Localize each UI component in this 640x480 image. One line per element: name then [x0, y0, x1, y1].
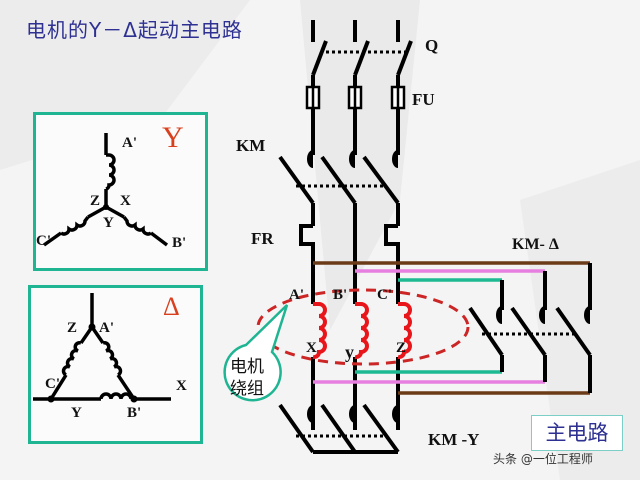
label-a-prime: A' [289, 287, 304, 303]
watermark: 头条 @一位工程师 [493, 452, 593, 466]
wye-connection-box: A' Z X Y C' B' Y [33, 112, 208, 271]
label-y: y [345, 342, 354, 362]
winding-b [354, 302, 369, 360]
label-c-prime: C' [377, 287, 392, 303]
delta-label-z: Z [67, 320, 78, 336]
km-contact-2 [349, 150, 355, 168]
label-fu: FU [412, 90, 435, 109]
callout-bubble [223, 304, 289, 402]
wye-label-y: Y [103, 215, 114, 231]
wye-symbol: Y [162, 121, 184, 154]
winding-highlight-ellipse [256, 288, 470, 366]
delta-label-b: B' [127, 405, 142, 421]
delta-label-a: A' [99, 320, 114, 336]
winding-c [397, 302, 412, 360]
motor-windings [312, 302, 412, 360]
delta-label-y: Y [71, 405, 82, 421]
label-km-y: KM -Y [428, 430, 480, 449]
callout-line-2: 绕组 [230, 379, 264, 399]
delta-symbol: Δ [163, 292, 180, 321]
callout-line-1: 电机 [230, 357, 264, 377]
label-z: Z [396, 340, 407, 356]
label-km-delta: KM- Δ [512, 236, 559, 253]
wye-label-b: B' [172, 235, 187, 251]
label-x: X [306, 340, 317, 356]
delta-connection-box: Z A' C' X Y B' Δ [28, 285, 203, 444]
wye-diagram [42, 133, 169, 247]
wye-label-c: C' [36, 233, 51, 249]
page-title: 电机的Y－Δ起动主电路 [26, 18, 243, 42]
delta-label-x: X [176, 378, 187, 394]
label-fr: FR [251, 229, 274, 248]
delta-label-c: C' [45, 376, 60, 392]
label-km: KM [236, 136, 266, 155]
main-circuit-label: 主电路 [531, 415, 623, 451]
km-contact-3 [392, 150, 398, 168]
wye-label-x: X [120, 193, 131, 209]
wye-label-a: A' [122, 135, 137, 151]
label-b-prime: B' [333, 287, 348, 303]
winding-a [312, 302, 327, 360]
delta-diagram [33, 293, 171, 403]
km-contact-1 [307, 150, 313, 168]
callout-text: 电机 绕组 [219, 356, 275, 400]
label-q: Q [425, 36, 439, 55]
wye-label-z: Z [90, 193, 101, 209]
